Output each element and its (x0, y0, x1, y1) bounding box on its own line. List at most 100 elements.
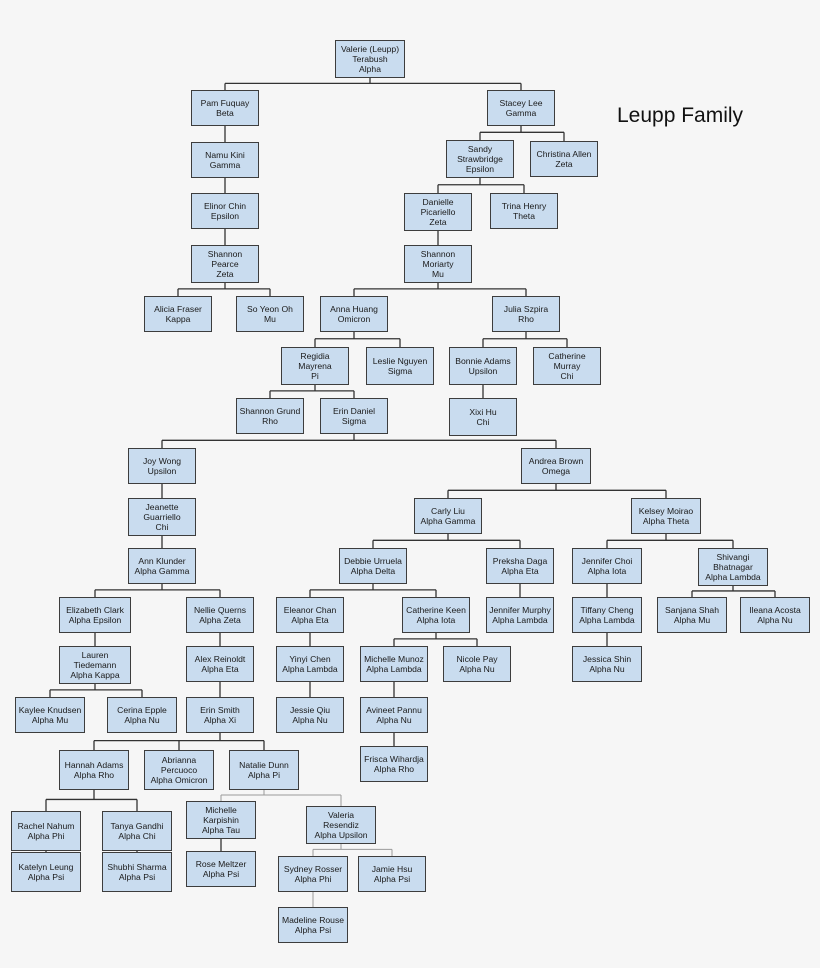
tree-node-line: Shannon (207, 249, 243, 259)
tree-node-line: Zeta (216, 269, 234, 279)
tree-node-line: Alpha Epsilon (68, 615, 122, 625)
tree-node-line: Epsilon (210, 211, 240, 221)
tree-node-line: Carly Liu (431, 506, 465, 516)
tree-node-line: Tiedemann (73, 660, 117, 670)
tree-node-line: So Yeon Oh (247, 304, 293, 314)
tree-node-line: Rachel Nahum (17, 821, 75, 831)
tree-node-line: Tanya Gandhi (110, 821, 164, 831)
tree-node-line: Julia Szpira (503, 304, 549, 314)
tree-node-line: Chi (476, 417, 490, 427)
tree-node-line: Christina Allen (536, 149, 592, 159)
tree-node-line: Cerina Epple (117, 705, 167, 715)
tree-node-line: Alpha Phi (294, 874, 332, 884)
tree-node-line: Sanjana Shah (665, 605, 719, 615)
tree-node-line: Shannon Grund (239, 406, 301, 416)
tree-node-line: Alpha Nu (124, 715, 160, 725)
tree-node-line: Xixi Hu (469, 407, 497, 417)
tree-node-line: Shivangi (716, 552, 750, 562)
tree-node-line: Moriarty (422, 259, 454, 269)
diagram-title: Leupp Family (617, 104, 744, 127)
tree-node-line: Alpha Tau (201, 825, 241, 835)
tree-node-line: Karpishin (203, 815, 239, 825)
tree-node-line: Ileana Acosta (749, 605, 801, 615)
tree-node-line: Alpha Lambda (705, 572, 761, 582)
tree-node-line: Theta (513, 211, 535, 221)
tree-node-line: Alex Reinoldt (194, 654, 246, 664)
tree-node-line: Alpha Phi (27, 831, 65, 841)
tree-node-line: Jennifer Choi (581, 556, 633, 566)
tree-node-line: Guarriello (143, 512, 181, 522)
tree-node-line: Alpha Rho (373, 764, 415, 774)
tree-node-line: Alpha Pi (247, 770, 280, 780)
tree-node-line: Zeta (555, 159, 573, 169)
tree-node-line: Jeanette (145, 502, 179, 512)
tree-node-line: Madeline Rouse (281, 915, 345, 925)
tree-node-line: Alpha Lambda (282, 664, 338, 674)
tree-node-line: Danielle (422, 197, 454, 207)
tree-node-line: Alpha Nu (757, 615, 793, 625)
tree-node-line: Mayrena (298, 361, 332, 371)
tree-node-line: Alpha Psi (294, 925, 332, 935)
tree-node-line: Joy Wong (142, 456, 182, 466)
tree-node-line: Sigma (387, 366, 413, 376)
tree-node-line: Valeria (327, 810, 355, 820)
tree-node-line: Catherine (548, 351, 586, 361)
tree-node-line: Alpha Xi (203, 715, 236, 725)
tree-node-line: Alpha Psi (27, 872, 65, 882)
tree-node-line: Jamie Hsu (371, 864, 413, 874)
tree-node-line: Rose Meltzer (195, 859, 247, 869)
tree-node-line: Tiffany Cheng (580, 605, 634, 615)
tree-node-line: Jessica Shin (582, 654, 632, 664)
tree-node-line: Kaylee Knudsen (18, 705, 82, 715)
tree-node-line: Chi (560, 371, 574, 381)
tree-node-line: Mu (264, 314, 276, 324)
tree-node-line: Natalie Dunn (239, 760, 289, 770)
tree-node-line: Kappa (165, 314, 191, 324)
tree-node-line: Gamma (505, 108, 537, 118)
tree-node-line: Shubhi Sharma (107, 862, 167, 872)
tree-node-line: Alpha Psi (118, 872, 156, 882)
tree-node-line: Mu (432, 269, 444, 279)
tree-node-line: Michelle Munoz (364, 654, 424, 664)
tree-node-line: Stacey Lee (499, 98, 543, 108)
tree-node-line: Debbie Urruela (344, 556, 402, 566)
tree-node-line: Valerie (Leupp) (340, 44, 400, 54)
tree-node-line: Alpha Eta (501, 566, 539, 576)
tree-node-line: Jennifer Murphy (489, 605, 551, 615)
tree-node-line: Alpha Kappa (70, 670, 120, 680)
tree-node-line: Omicron (337, 314, 371, 324)
